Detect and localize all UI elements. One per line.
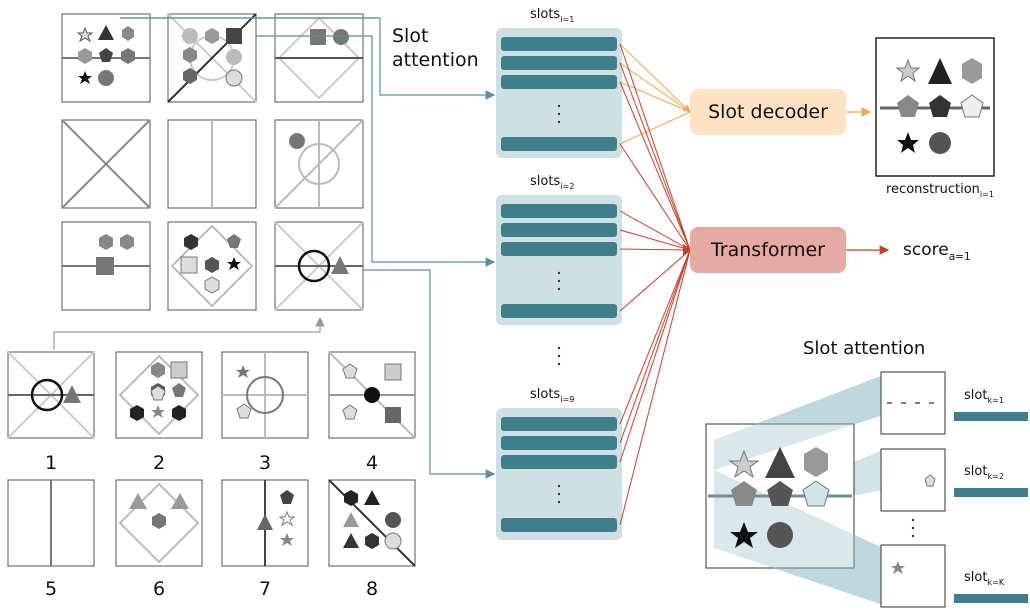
answer-number-1: 1 [44,452,58,474]
answer-panel-2 [115,351,203,439]
answer-panel-7 [221,479,309,567]
context-panel-3-1 [61,221,151,311]
answer-panel-1 [7,351,95,439]
context-panel-1-2 [167,13,257,103]
slots-9-title: slotsi=9 [530,387,575,404]
slots-box-2 [496,195,622,325]
answer-to-panel-arrow [53,316,325,350]
transformer-box: Transformer [690,227,846,273]
slots-1-title: slotsi=1 [530,7,575,24]
context-panel-2-3 [274,119,364,209]
slot-k2-label: slotk=2 [964,464,1004,481]
slot-attention-detail [705,371,1028,608]
slots-2-title: slotsi=2 [530,174,575,191]
answer-number-5: 5 [44,578,58,600]
answer-number-2: 2 [152,452,166,474]
reconstruction-image [875,37,995,177]
transformer-arrowhead [683,244,692,256]
context-panel-1-1 [61,13,151,103]
reconstruction-label: reconstructioni=1 [886,182,995,199]
answer-panel-6 [115,479,203,567]
slot-attention-panel-title: Slot attention [803,338,926,359]
slot-decoder-box: Slot decoder [690,89,846,135]
slot-kK-label: slotk=K [964,570,1005,587]
slots-box-9 [496,408,622,540]
decoder-connections [619,43,691,145]
score-label: scorea=1 [903,240,971,263]
arrow-to-slots-9 [363,269,496,479]
slot-k1-label: slotk=1 [964,388,1004,405]
answer-number-3: 3 [258,452,272,474]
answer-panel-3 [221,351,309,439]
answer-number-8: 8 [365,578,379,600]
context-panel-3-3 [274,221,364,311]
answer-number-7: 7 [258,578,272,600]
answer-number-4: 4 [365,452,379,474]
transformer-connections [619,43,691,526]
context-panel-1-3 [274,13,364,103]
context-panel-2-2 [167,119,257,209]
slots-ellipsis [557,346,561,366]
answer-panel-5 [7,479,95,567]
arrow-to-slots-2 [256,35,496,267]
answer-panel-4 [328,351,416,439]
answer-number-6: 6 [152,578,166,600]
context-panel-3-2 [167,221,257,311]
slot-attention-label: Slot attention [392,25,479,71]
slots-box-1 [496,28,622,158]
context-panel-2-1 [61,119,151,209]
answer-panel-8 [328,479,416,567]
